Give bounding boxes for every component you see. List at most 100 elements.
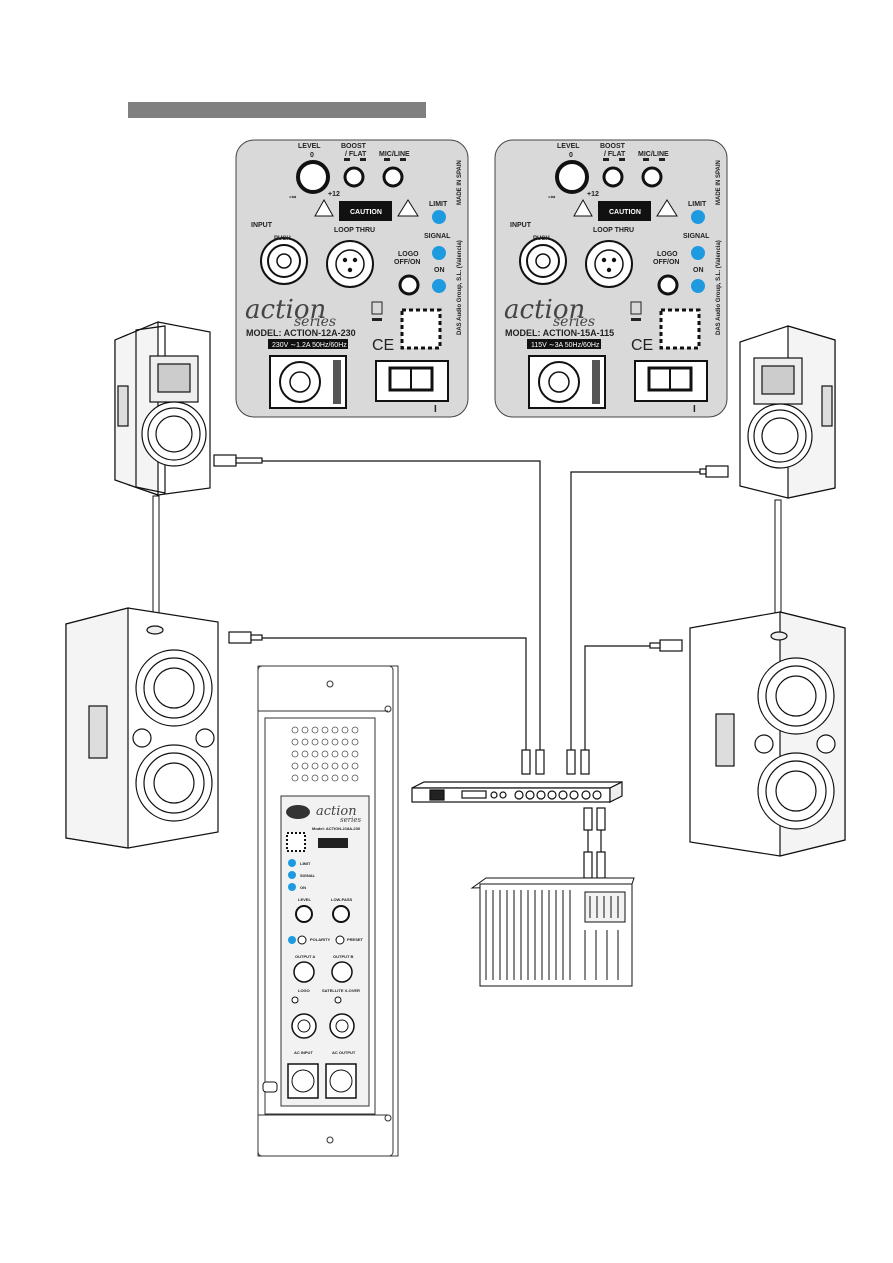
- on-led: [691, 279, 705, 293]
- ce-mark: CE: [631, 337, 653, 354]
- ac-output-label: AC OUTPUT: [332, 1050, 356, 1055]
- limit-led: [432, 210, 446, 224]
- loop-thru-xlr-jack[interactable]: [326, 240, 374, 288]
- qr-code-icon: [286, 832, 306, 852]
- output-b-label: OUTPUT B: [333, 954, 354, 959]
- level-max-label: +12: [328, 191, 340, 198]
- low-pass-knob[interactable]: [332, 905, 350, 923]
- limit-label: LIMIT: [429, 201, 448, 208]
- speaker-pole-right: [774, 499, 782, 631]
- logo-label: LOGO: [657, 251, 678, 258]
- xlr-plug: [213, 454, 237, 467]
- ce-mark: CE: [372, 337, 394, 354]
- subwoofer-rear-panel: action series Model: ACTION-218A-230 LIM…: [257, 665, 399, 1157]
- weee-icon: [630, 301, 642, 315]
- output-a-xlr-jack[interactable]: [293, 961, 315, 983]
- subwoofer-right: [689, 611, 846, 857]
- input-label: INPUT: [510, 222, 532, 229]
- brand-sub-logo: series: [553, 314, 595, 330]
- on-label: ON: [300, 885, 306, 890]
- model-label: MODEL: ACTION-15A-115: [505, 328, 614, 338]
- input-combo-jack[interactable]: [291, 1013, 317, 1039]
- brand-logo: action: [504, 295, 585, 325]
- on-led: [288, 883, 296, 891]
- level-min-label: -∞: [289, 194, 296, 201]
- level-knob[interactable]: [295, 905, 313, 923]
- made-in-spain-label: MADE IN SPAIN: [457, 160, 463, 205]
- off-on-label: OFF/ON: [394, 259, 420, 266]
- company-label: DAS Audio Group, S.L. (Valencia): [716, 240, 722, 335]
- company-label: DAS Audio Group, S.L. (Valencia): [457, 240, 463, 335]
- satellite-xover-label: SATELLITE X-OVER: [322, 988, 360, 993]
- signal-label: SIGNAL: [300, 873, 316, 878]
- level-zero-label: 0: [310, 152, 314, 159]
- level-label: LEVEL: [557, 143, 580, 150]
- satellite-xover-button[interactable]: [334, 996, 342, 1004]
- signal-led: [288, 871, 296, 879]
- polarity-button[interactable]: [297, 935, 307, 945]
- boost-label: BOOST: [341, 143, 367, 150]
- model-label: MODEL: ACTION-12A-230: [246, 328, 356, 338]
- mic-line-button[interactable]: [641, 166, 663, 188]
- low-pass-label: LOW-PASS: [331, 897, 353, 902]
- vent-grille: [291, 726, 359, 782]
- mixer-channels: [485, 890, 571, 980]
- level-knob[interactable]: [555, 160, 589, 194]
- mixing-console: [470, 877, 635, 987]
- xlr-plug: [705, 465, 729, 478]
- level-min-label: -∞: [548, 194, 555, 201]
- off-on-label: OFF/ON: [653, 259, 679, 266]
- boost-flat-button[interactable]: [343, 166, 365, 188]
- push-label: PUSH: [274, 236, 291, 242]
- rear-panel-action-12a: LEVEL 0 -∞ +12 BOOST / FLAT MIC/LINE CAU…: [235, 139, 469, 418]
- limit-label: LIMIT: [300, 861, 311, 866]
- rack-processor: [411, 781, 623, 803]
- brand-sub-logo: series: [294, 314, 336, 330]
- push-label: PUSH: [533, 236, 550, 242]
- speaker-pole-left: [152, 495, 160, 625]
- input-combo-jack[interactable]: [329, 1013, 355, 1039]
- mic-line-button[interactable]: [382, 166, 404, 188]
- section-heading-bar: [128, 102, 426, 118]
- top-speaker-left: [114, 321, 211, 496]
- xlr-plug: [228, 631, 252, 644]
- on-label: ON: [693, 267, 704, 274]
- logo-button[interactable]: [398, 274, 420, 296]
- on-label: ON: [434, 267, 445, 274]
- level-label: LEVEL: [298, 143, 321, 150]
- power-rating-label: 230V ∼1.2A 50Hz/60Hz: [272, 342, 347, 349]
- rear-panel-action-15a: LEVEL 0 -∞ +12 BOOST / FLAT MIC/LINE CAU…: [494, 139, 728, 418]
- limit-led: [691, 210, 705, 224]
- level-label: LEVEL: [298, 897, 311, 902]
- weee-icon: [371, 301, 383, 315]
- logo-button[interactable]: [657, 274, 679, 296]
- caution-label: CAUTION: [350, 209, 382, 216]
- flat-label: / FLAT: [345, 151, 367, 158]
- signal-led: [691, 246, 705, 260]
- loop-thru-xlr-jack[interactable]: [585, 240, 633, 288]
- switch-mark: I: [693, 404, 696, 415]
- loop-thru-label: LOOP THRU: [334, 227, 375, 234]
- logo-button[interactable]: [291, 996, 299, 1004]
- logo-label: LOGO: [298, 988, 310, 993]
- ac-input-label: AC INPUT: [294, 1050, 313, 1055]
- flat-label: / FLAT: [604, 151, 626, 158]
- logo-label: LOGO: [398, 251, 419, 258]
- caution-label: CAUTION: [609, 209, 641, 216]
- level-knob[interactable]: [296, 160, 330, 194]
- xlr-plug: [659, 639, 683, 652]
- warning-icon: [314, 198, 334, 217]
- mic-line-label: MIC/LINE: [638, 151, 669, 158]
- qr-code-icon: [659, 308, 701, 350]
- limit-label: LIMIT: [688, 201, 707, 208]
- model-label: Model: ACTION-218A-230: [312, 826, 361, 831]
- brand-sub-logo: series: [340, 816, 361, 824]
- qr-code-icon: [400, 308, 442, 350]
- boost-flat-button[interactable]: [602, 166, 624, 188]
- signal-label: SIGNAL: [683, 233, 710, 240]
- output-a-label: OUTPUT A: [295, 954, 315, 959]
- fuse-holder[interactable]: [262, 1081, 278, 1093]
- preset-button[interactable]: [335, 935, 345, 945]
- output-b-xlr-jack[interactable]: [331, 961, 353, 983]
